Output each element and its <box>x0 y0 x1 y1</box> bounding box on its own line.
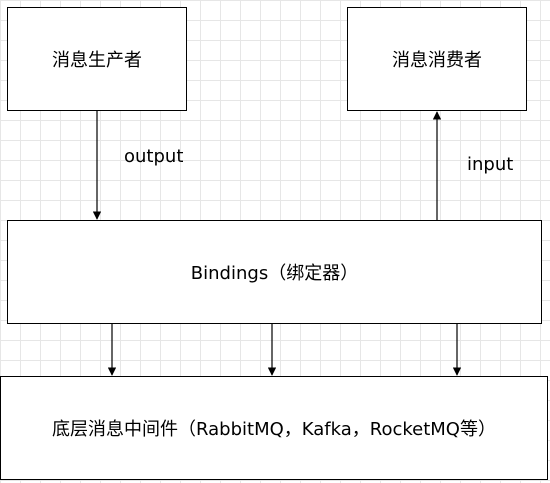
output-edge-label: output <box>124 146 184 167</box>
consumer-node[interactable]: 消息消费者 <box>347 7 527 111</box>
middleware-node[interactable]: 底层消息中间件（RabbitMQ，Kafka，RocketMQ等） <box>0 376 548 480</box>
producer-label: 消息生产者 <box>52 50 142 71</box>
input-edge-label: input <box>467 154 514 175</box>
consumer-label: 消息消费者 <box>392 50 482 71</box>
producer-node[interactable]: 消息生产者 <box>7 7 187 111</box>
bindings-node[interactable]: Bindings（绑定器） <box>7 220 542 324</box>
middleware-label: 底层消息中间件（RabbitMQ，Kafka，RocketMQ等） <box>52 419 496 440</box>
bindings-label: Bindings（绑定器） <box>190 263 359 284</box>
